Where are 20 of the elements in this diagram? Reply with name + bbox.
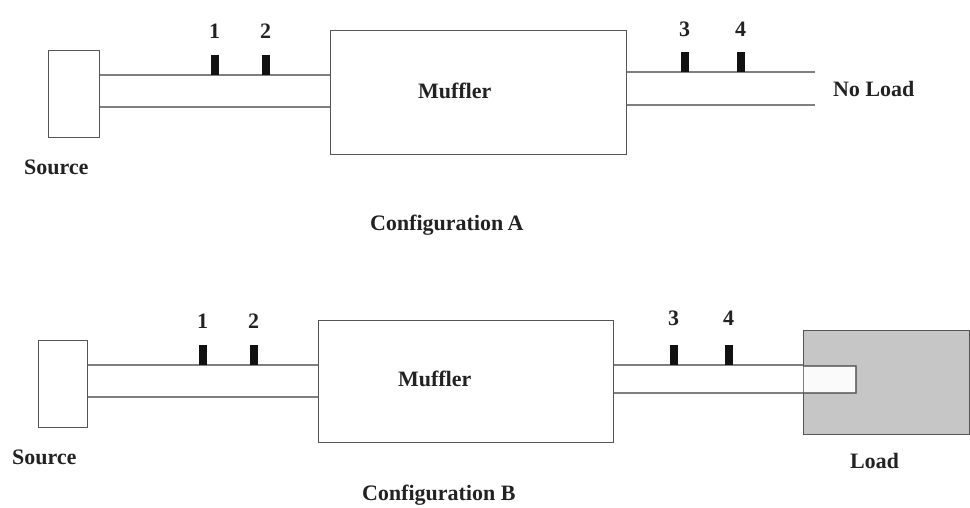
microphone-number: 2 <box>248 310 259 332</box>
microphone-number: 4 <box>735 18 746 40</box>
muffler-label: Muffler <box>418 80 492 102</box>
pipe <box>87 364 319 398</box>
pipe <box>613 364 804 394</box>
microphone-number: 3 <box>679 18 690 40</box>
microphone-number: 1 <box>209 20 220 42</box>
load-label: Load <box>850 450 899 472</box>
pipe <box>626 71 816 106</box>
configuration-caption: Configuration B <box>362 482 516 504</box>
load-condition-label: No Load <box>833 78 914 100</box>
microphone-number: 1 <box>197 310 208 332</box>
microphone-number: 2 <box>260 20 271 42</box>
pipe <box>99 74 331 108</box>
microphone-number: 4 <box>723 307 734 329</box>
source-label: Source <box>12 446 76 468</box>
source-label: Source <box>24 156 88 178</box>
configuration-caption: Configuration A <box>370 212 524 234</box>
muffler-label: Muffler <box>398 368 472 390</box>
microphone-number: 3 <box>668 307 679 329</box>
